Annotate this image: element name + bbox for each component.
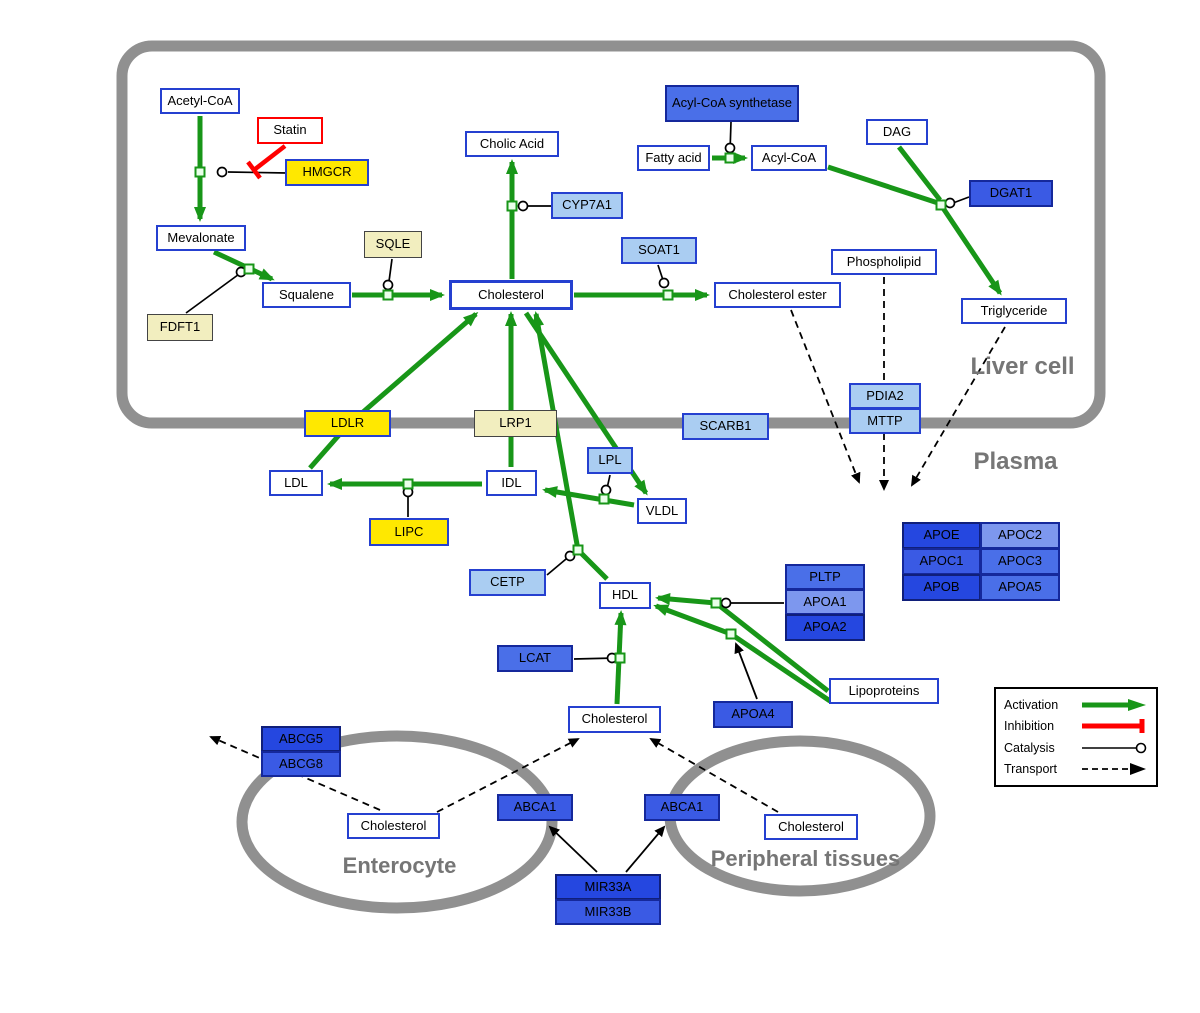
legend-inhibition-label: Inhibition (1004, 719, 1055, 734)
node-apoc3[interactable]: APOC3 (980, 548, 1060, 575)
catalysis-circle-icon (1082, 742, 1147, 754)
node-pdia2[interactable]: PDIA2 (849, 383, 921, 409)
node-acetyl-coa[interactable]: Acetyl-CoA (160, 88, 240, 114)
node-lpl[interactable]: LPL (587, 447, 633, 474)
node-apoa5[interactable]: APOA5 (980, 574, 1060, 601)
node-cyp7a1[interactable]: CYP7A1 (551, 192, 623, 219)
node-squalene[interactable]: Squalene (262, 282, 351, 308)
legend-row-transport: Transport (1004, 759, 1148, 780)
node-pltp[interactable]: PLTP (785, 564, 865, 590)
regulation-arrows (548, 642, 758, 873)
node-mevalonate[interactable]: Mevalonate (156, 225, 246, 251)
transport-edges (209, 277, 1006, 813)
legend-row-activation: Activation (1004, 694, 1148, 715)
plasma-label: Plasma (973, 448, 1058, 475)
legend: Activation Inhibition Catalysis Transpor… (994, 687, 1158, 787)
node-abcg8[interactable]: ABCG8 (261, 751, 341, 777)
legend-transport-label: Transport (1004, 762, 1058, 777)
node-vldl[interactable]: VLDL (637, 498, 687, 524)
enterocyte-label: Enterocyte (342, 853, 457, 878)
legend-row-inhibition: Inhibition (1004, 716, 1148, 737)
liver-cell-label: Liver cell (970, 353, 1075, 380)
legend-catalysis-label: Catalysis (1004, 740, 1055, 755)
node-fdft1[interactable]: FDFT1 (147, 314, 213, 341)
node-idl[interactable]: IDL (486, 470, 537, 496)
node-hdl[interactable]: HDL (599, 582, 651, 609)
node-hmgcr[interactable]: HMGCR (285, 159, 369, 186)
node-soat1[interactable]: SOAT1 (621, 237, 697, 264)
node-phospholipid[interactable]: Phospholipid (831, 249, 937, 275)
node-ldlr[interactable]: LDLR (304, 410, 391, 437)
node-triglyceride[interactable]: Triglyceride (961, 298, 1067, 324)
node-ldl[interactable]: LDL (269, 470, 323, 496)
enterocyte-membrane (236, 730, 558, 914)
node-apoc2[interactable]: APOC2 (980, 522, 1060, 549)
node-apoe[interactable]: APOE (902, 522, 981, 549)
node-fatty-acid[interactable]: Fatty acid (637, 145, 710, 171)
node-dgat1[interactable]: DGAT1 (969, 180, 1053, 207)
node-lcat[interactable]: LCAT (497, 645, 573, 672)
node-cholic-acid[interactable]: Cholic Acid (465, 131, 559, 157)
node-apoc1[interactable]: APOC1 (902, 548, 981, 575)
liver-cell-membrane (116, 40, 1106, 429)
reaction-nodes (194, 152, 947, 664)
node-cholesterol-liver[interactable]: Cholesterol (449, 280, 573, 310)
node-acyl-coa[interactable]: Acyl-CoA (751, 145, 827, 171)
node-apoa2[interactable]: APOA2 (785, 614, 865, 641)
legend-activation-label: Activation (1004, 697, 1059, 712)
node-abcg5[interactable]: ABCG5 (261, 726, 341, 752)
inhibition-edge (246, 144, 287, 180)
node-cholesterol-plasma[interactable]: Cholesterol (568, 706, 661, 733)
node-cholesterol-enterocyte[interactable]: Cholesterol (347, 813, 440, 839)
node-lipoproteins[interactable]: Lipoproteins (829, 678, 939, 704)
node-lrp1[interactable]: LRP1 (474, 410, 557, 437)
node-apoa4[interactable]: APOA4 (713, 701, 793, 728)
legend-row-catalysis: Catalysis (1004, 737, 1148, 758)
node-cholesterol-ester[interactable]: Cholesterol ester (714, 282, 841, 308)
peripheral-tissues-label: Peripheral tissues (710, 846, 901, 871)
node-dag[interactable]: DAG (866, 119, 928, 145)
node-mttp[interactable]: MTTP (849, 408, 921, 434)
membranes (116, 40, 1106, 914)
activation-arrow-icon (1082, 698, 1146, 711)
inhibition-bar-icon (1082, 719, 1145, 734)
transport-arrow-icon (1082, 763, 1146, 776)
node-cholesterol-peripheral[interactable]: Cholesterol (764, 814, 858, 840)
node-scarb1[interactable]: SCARB1 (682, 413, 769, 440)
node-abca1-enterocyte[interactable]: ABCA1 (497, 794, 573, 821)
node-mir33a[interactable]: MIR33A (555, 874, 661, 900)
node-apoa1[interactable]: APOA1 (785, 589, 865, 615)
node-sqle[interactable]: SQLE (364, 231, 422, 258)
node-abca1-peripheral[interactable]: ABCA1 (644, 794, 720, 821)
node-lipc[interactable]: LIPC (369, 518, 449, 546)
node-apob[interactable]: APOB (902, 574, 981, 601)
node-mir33b[interactable]: MIR33B (555, 899, 661, 925)
node-cetp[interactable]: CETP (469, 569, 546, 596)
node-acyl-coa-synthetase[interactable]: Acyl-CoA synthetase (665, 85, 799, 122)
node-statin[interactable]: Statin (257, 117, 323, 144)
